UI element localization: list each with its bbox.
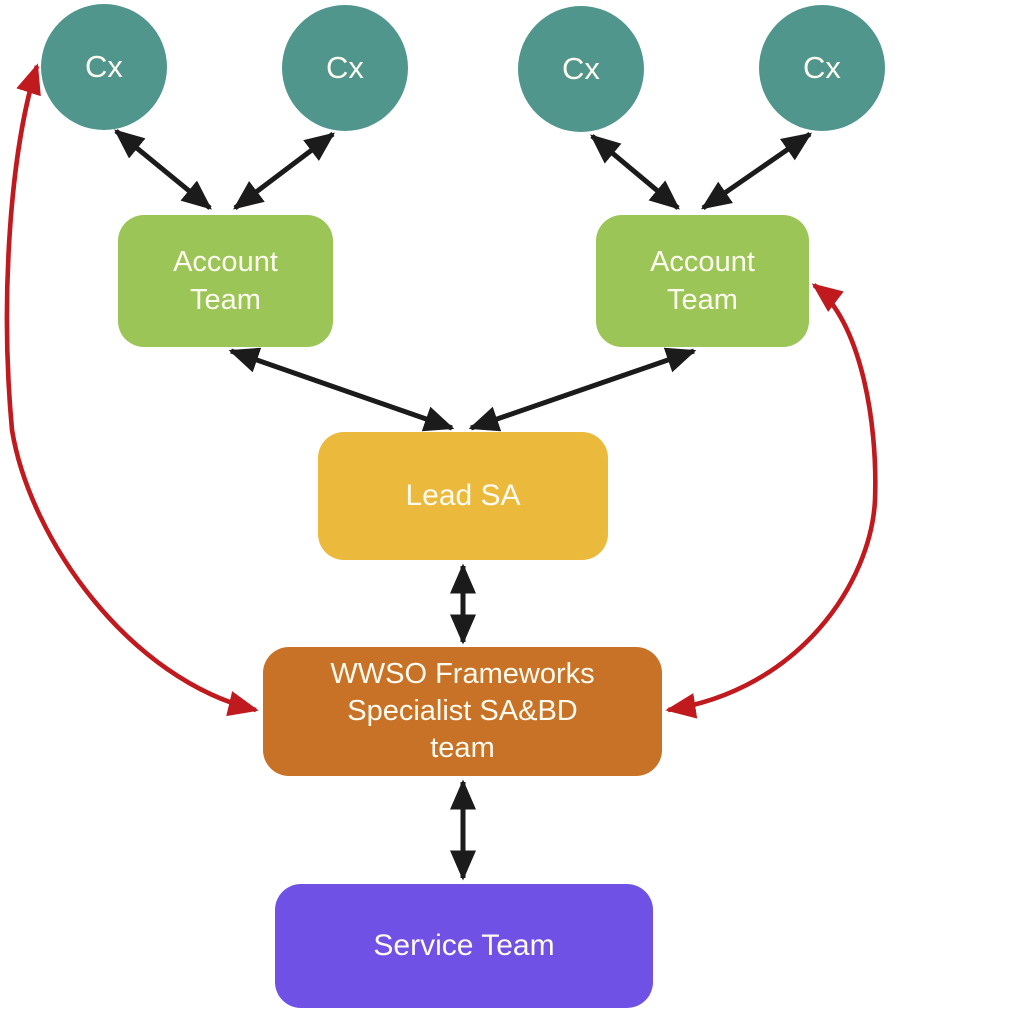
- connector-account-team-right-wwso-red: [665, 283, 878, 719]
- customer-label: Cx: [562, 50, 600, 86]
- customer-label: Cx: [803, 49, 841, 85]
- customer-node-3: Cx: [518, 6, 644, 132]
- lead-sa-label: Lead SA: [405, 479, 521, 513]
- customer-label: Cx: [326, 49, 364, 85]
- account-team-label: Account Team: [650, 245, 755, 316]
- service-team-node: Service Team: [275, 884, 653, 1008]
- customer-node-1: Cx: [41, 4, 167, 130]
- connector-customer1-wwso-red: [4, 63, 259, 717]
- customer-node-2: Cx: [282, 5, 408, 131]
- account-team-label: Account Team: [173, 245, 278, 316]
- wwso-team-label: WWSO Frameworks Specialist SA&BD team: [330, 657, 595, 765]
- wwso-team-node: WWSO Frameworks Specialist SA&BD team: [263, 647, 662, 776]
- connector-account-team-right-lead-sa: [468, 347, 697, 432]
- account-team-left-node: Account Team: [118, 215, 333, 347]
- customer-node-4: Cx: [759, 5, 885, 131]
- connector-customer2-account-team-left: [233, 132, 335, 210]
- connector-customer3-account-team-right: [590, 134, 680, 210]
- connector-customer4-account-team-right: [700, 131, 813, 211]
- connector-customer1-account-team-left: [114, 129, 212, 210]
- account-team-right-node: Account Team: [596, 215, 809, 347]
- customer-label: Cx: [85, 48, 123, 84]
- service-team-label: Service Team: [373, 929, 555, 963]
- connector-account-team-left-lead-sa: [228, 347, 455, 432]
- lead-sa-node: Lead SA: [318, 432, 608, 560]
